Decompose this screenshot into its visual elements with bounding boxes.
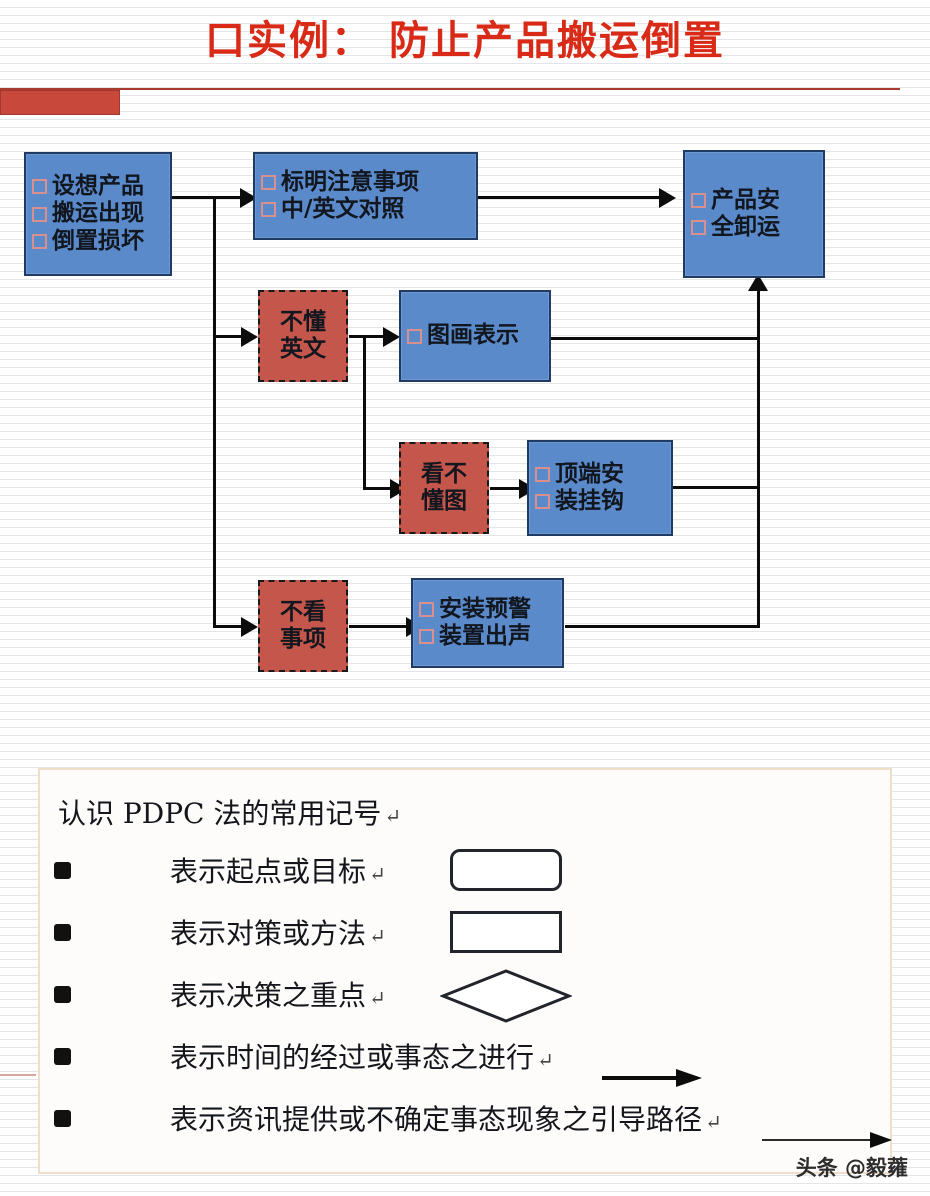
node-line: 图画表示 [401,322,549,349]
node-line: 装挂钩 [529,488,671,515]
node-line: 设想产品 [26,173,170,200]
left-margin-red-line [0,1074,36,1076]
node-line: 不看 [280,598,326,625]
pilcrow-mark: ↵ [384,804,402,828]
bullet-square-icon [407,328,422,344]
bullet-square-icon [535,466,550,482]
connector-no-read-to-alarm [349,625,411,628]
page-title: 口实例： 防止产品搬运倒置 [205,18,725,64]
bullet-square-icon [32,206,47,222]
legend-symbol-thick-arrow [602,1069,702,1087]
connector-start-out [170,196,216,199]
node-line: 装置出声 [413,623,562,650]
connector-return-trunk [757,290,760,628]
legend-bullet-icon [54,985,71,1003]
flow-node-goal[interactable]: 产品安 全卸运 [683,150,825,278]
legend-row-start-goal: 表示起点或目标↵ [40,842,894,898]
arrowhead [870,1132,892,1148]
flow-node-alarm[interactable]: 安装预警 装置出声 [411,578,564,668]
bullet-square-icon [691,220,706,236]
legend-panel: 认识 PDPC 法的常用记号↵ 表示起点或目标↵ 表示对策或方法↵ 表示决策之重… [38,768,892,1174]
node-line: 懂图 [421,488,467,514]
connector-picture-return [550,337,760,340]
bullet-square-icon [261,174,276,190]
legend-row-label: 表示决策之重点↵ [170,979,386,1012]
legend-row-label: 表示时间的经过或事态之进行↵ [170,1041,554,1074]
pilcrow-mark: ↵ [537,1048,554,1072]
legend-row-label: 表示起点或目标↵ [170,855,386,888]
arrowhead-to-no-english [241,327,258,347]
node-line: 安装预警 [413,596,562,623]
legend-symbol-rounded-rectangle [450,849,562,891]
legend-row-info-path: 表示资讯提供或不确定事态现象之引导路径↵ [40,1090,894,1148]
diamond-icon [438,969,574,1023]
flow-node-top-hook[interactable]: 顶端安 装挂钩 [527,440,673,536]
node-line: 标明注意事项 [255,169,476,196]
bullet-square-icon [261,202,276,218]
connector-main-trunk [213,196,216,628]
pilcrow-mark: ↵ [705,1110,722,1134]
node-line: 英文 [280,336,326,362]
legend-row-decision: 表示决策之重点↵ [40,966,894,1023]
arrowhead-to-no-read [241,617,258,637]
arrow-shaft [602,1076,680,1080]
arrowhead-to-picture [383,327,400,347]
node-line: 不懂 [280,308,326,335]
bullet-square-icon [419,629,434,645]
flow-node-no-picture[interactable]: 看不 懂图 [399,442,489,534]
node-line: 看不 [421,460,467,487]
connector-alarm-return [565,625,760,628]
legend-symbol-rectangle [450,911,562,953]
pilcrow-mark: ↵ [369,924,386,948]
flow-node-start[interactable]: 设想产品 搬运出现 倒置损坏 [24,152,172,276]
legend-symbol-thin-arrow [762,1132,892,1148]
flow-node-no-read[interactable]: 不看 事项 [258,580,348,672]
legend-bullet-icon [54,861,71,879]
bullet-square-icon [32,233,47,249]
legend-bullet-icon [54,923,71,941]
bullet-square-icon [419,601,434,617]
watermark: 头条 @毅蕹 [795,1156,908,1180]
legend-symbol-diamond [438,968,574,1029]
node-line: 搬运出现 [26,200,170,227]
header-rule-line [0,88,900,90]
arrow-shaft [762,1139,874,1141]
node-line: 全卸运 [685,214,823,241]
node-line: 中/英文对照 [255,196,476,223]
flow-node-mark-notice[interactable]: 标明注意事项 中/英文对照 [253,152,478,240]
bullet-square-icon [535,494,550,510]
header-accent-block [0,90,120,115]
legend-row-countermeasure: 表示对策或方法↵ [40,904,894,960]
flow-node-picture[interactable]: 图画表示 [399,290,551,382]
arrowhead-notice-to-goal [659,188,676,208]
legend-row-label: 表示对策或方法↵ [170,917,386,950]
node-line: 产品安 [685,187,823,214]
connector-no-english-down [363,335,366,487]
connector-notice-to-goal [478,196,662,199]
bullet-square-icon [32,179,47,195]
node-line: 顶端安 [529,461,671,488]
legend-bullet-icon [54,1047,71,1065]
legend-row-time-progress: 表示时间的经过或事态之进行↵ [40,1028,894,1087]
legend-row-label: 表示资讯提供或不确定事态现象之引导路径↵ [170,1103,722,1136]
arrowhead [676,1069,702,1087]
flow-node-no-english[interactable]: 不懂 英文 [258,290,348,382]
legend-title: 认识 PDPC 法的常用记号↵ [58,797,402,830]
connector-hook-return [672,486,760,489]
bullet-square-icon [691,192,706,208]
legend-bullet-icon [54,1109,71,1127]
pilcrow-mark: ↵ [369,862,386,886]
node-line: 倒置损坏 [26,228,170,255]
node-line: 事项 [280,626,326,652]
pilcrow-mark: ↵ [369,986,386,1010]
